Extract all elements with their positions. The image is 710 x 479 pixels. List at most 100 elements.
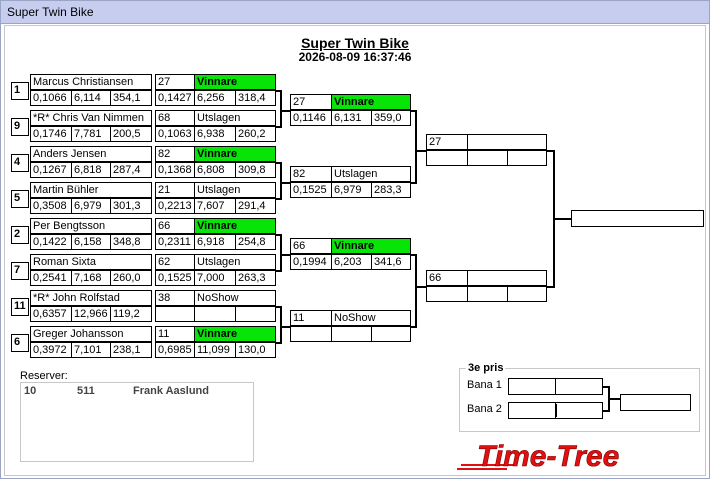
- third-prize-result[interactable]: [620, 394, 691, 411]
- bracket-connector: [281, 254, 290, 256]
- et-time: 7,168: [71, 270, 111, 286]
- seed-number: 4: [11, 154, 29, 172]
- reaction-time: [290, 326, 332, 342]
- bracket-connector: [415, 110, 417, 184]
- bracket-connector: [276, 162, 281, 164]
- bracket-connector: [416, 150, 426, 152]
- lane2-label: Bana 2: [467, 403, 502, 415]
- speed: 318,4: [235, 90, 276, 106]
- reserve-num: 10: [24, 385, 37, 397]
- reaction-time: 0,1146: [290, 110, 332, 126]
- speed: 348,8: [110, 234, 152, 250]
- logo-text: Time-Tree: [477, 440, 619, 473]
- result-status: Vinnare: [331, 238, 411, 254]
- bike-number: 62: [155, 254, 195, 270]
- final-result[interactable]: [571, 210, 704, 227]
- bracket-connector: [276, 198, 281, 200]
- lane1-field-a[interactable]: [508, 378, 556, 395]
- reserves-list[interactable]: 10 511 Frank Aaslund: [20, 382, 254, 462]
- reaction-time: 0,1427: [155, 90, 195, 106]
- et-time: [467, 286, 508, 302]
- et-time: 7,781: [71, 126, 111, 142]
- bracket-connector: [554, 218, 571, 220]
- et-time: 7,607: [194, 198, 236, 214]
- result-status: Vinnare: [194, 218, 276, 234]
- connector: [602, 410, 609, 412]
- et-time: 6,818: [71, 162, 111, 178]
- bike-number: 27: [290, 94, 332, 110]
- et-time: 6,158: [71, 234, 111, 250]
- reaction-time: 0,2311: [155, 234, 195, 250]
- seed-number: 2: [11, 226, 29, 244]
- bike-number: 21: [155, 182, 195, 198]
- seed-number: 9: [11, 118, 29, 136]
- et-time: 11,099: [194, 342, 236, 358]
- et-time: 6,808: [194, 162, 236, 178]
- rider-name[interactable]: Per Bengtsson: [30, 218, 152, 234]
- reaction-time: 0,1267: [30, 162, 72, 178]
- et-time: [331, 326, 372, 342]
- et-time: 12,966: [71, 306, 111, 322]
- rider-name[interactable]: Marcus Christiansen: [30, 74, 152, 90]
- lane2-field-b[interactable]: [555, 402, 603, 419]
- bike-number: 66: [155, 218, 195, 234]
- reaction-time: 0,2541: [30, 270, 72, 286]
- speed: 341,6: [371, 254, 411, 270]
- et-time: 6,979: [71, 198, 111, 214]
- rider-name[interactable]: Anders Jensen: [30, 146, 152, 162]
- speed: 263,3: [235, 270, 276, 286]
- bracket-connector: [416, 286, 426, 288]
- result-status: Utslagen: [331, 166, 411, 182]
- reaction-time: 0,2213: [155, 198, 195, 214]
- et-time: 6,256: [194, 90, 236, 106]
- speed: 291,4: [235, 198, 276, 214]
- reaction-time: 0,3508: [30, 198, 72, 214]
- bracket-connector: [276, 234, 281, 236]
- bracket-connector: [415, 254, 417, 328]
- result-status: [467, 270, 547, 286]
- result-status: NoShow: [331, 310, 411, 326]
- et-time: 6,203: [331, 254, 372, 270]
- bike-number: 38: [155, 290, 195, 306]
- window-title: Super Twin Bike: [7, 5, 94, 19]
- bracket-connector: [281, 182, 290, 184]
- speed: 283,3: [371, 182, 411, 198]
- bracket-connector: [547, 150, 554, 152]
- et-time: 6,979: [331, 182, 372, 198]
- bike-number: 82: [155, 146, 195, 162]
- lane2-field-a[interactable]: [508, 402, 556, 419]
- et-time: 7,000: [194, 270, 236, 286]
- bracket-connector: [280, 162, 282, 200]
- bracket-connector: [280, 306, 282, 344]
- rider-name[interactable]: *R* John Rolfstad: [30, 290, 152, 306]
- result-status: NoShow: [194, 290, 276, 306]
- reaction-time: 0,3972: [30, 342, 72, 358]
- bracket-connector: [276, 126, 281, 128]
- result-status: Utslagen: [194, 110, 276, 126]
- rider-name[interactable]: Martin Bühler: [30, 182, 152, 198]
- reaction-time: [426, 286, 468, 302]
- reaction-time: 0,1422: [30, 234, 72, 250]
- reaction-time: [426, 150, 468, 166]
- rider-name[interactable]: *R* Chris Van Nimmen: [30, 110, 152, 126]
- bracket-connector: [281, 110, 290, 112]
- connector: [608, 398, 620, 400]
- speed: 260,0: [110, 270, 152, 286]
- rider-name[interactable]: Greger Johansson: [30, 326, 152, 342]
- bike-number: 82: [290, 166, 332, 182]
- reaction-time: 0,1066: [30, 90, 72, 106]
- bracket-connector: [411, 254, 416, 256]
- title-bar: Super Twin Bike: [1, 1, 709, 24]
- speed: 287,4: [110, 162, 152, 178]
- reaction-time: 0,1368: [155, 162, 195, 178]
- reserves-label: Reserver:: [20, 370, 68, 382]
- rider-name[interactable]: Roman Sixta: [30, 254, 152, 270]
- speed: 254,8: [235, 234, 276, 250]
- bracket-connector: [411, 182, 416, 184]
- result-status: Vinnare: [194, 326, 276, 342]
- result-status: Vinnare: [331, 94, 411, 110]
- result-status: Vinnare: [194, 146, 276, 162]
- third-prize-title: 3e pris: [466, 362, 506, 374]
- reaction-time: 0,1746: [30, 126, 72, 142]
- lane1-field-b[interactable]: [555, 378, 603, 395]
